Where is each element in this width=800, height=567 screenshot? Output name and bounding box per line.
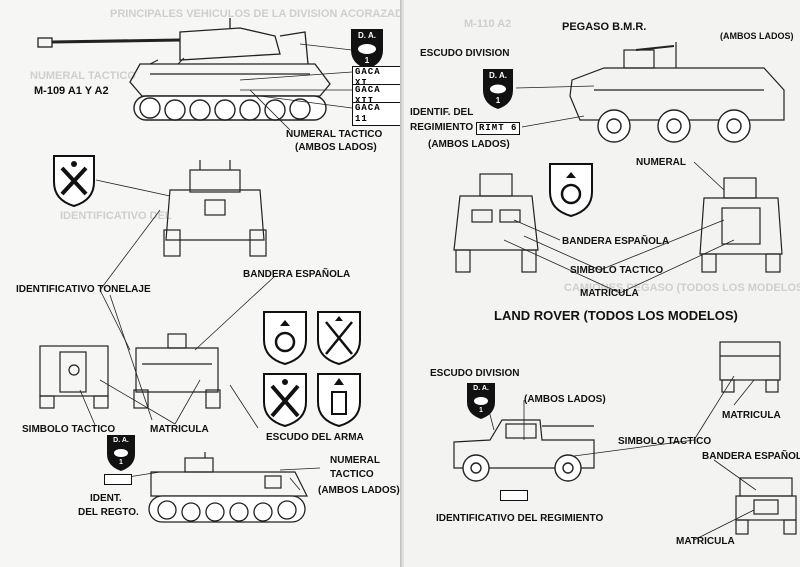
landrover-rear-drawing [719, 341, 781, 393]
m109-side-drawing [37, 18, 331, 121]
emblem-number: 1 [479, 407, 483, 414]
matricula-label-2: MATRICULA [722, 410, 781, 421]
m113-front-drawing [133, 333, 221, 409]
simbolo-tactico-label: SIMBOLO TACTICO [22, 424, 116, 435]
emblem-number: 1 [364, 56, 370, 65]
emblem-number: 1 [495, 96, 501, 105]
division-emblem-small: D. A. 1 [466, 382, 496, 420]
identificativo-tonelaje-label: IDENTIFICATIVO TONELAJE [16, 284, 151, 295]
cavalry-emblem [548, 162, 594, 218]
landrover-front-drawing [735, 477, 797, 535]
arms-emblem-lances [316, 310, 362, 366]
bmr-side-drawing [569, 42, 785, 143]
ambos-lados-label: (AMBOS LADOS) [295, 142, 377, 153]
arms-emblem-engineers [316, 372, 362, 428]
matricula-label-3: MATRICULA [676, 536, 735, 547]
m113-rear-drawing [39, 345, 109, 409]
division-emblem: D. A. 1 [350, 28, 384, 70]
arms-emblem-artillery [262, 372, 308, 428]
bleed-through-text: IDENTIFICATIVO DEL [60, 210, 172, 222]
bandera-espanola-label-2: BANDERA ESPAÑOL [702, 451, 800, 462]
division-emblem: D. A. 1 [482, 68, 514, 110]
tactical-plate-3: GACA 11 [352, 102, 402, 126]
emblem-da-label: D. A. [473, 385, 489, 392]
simbolo-tactico-label-2: SIMBOLO TACTICO [618, 436, 712, 447]
simbolo-tactico-label: SIMBOLO TACTICO [570, 265, 664, 276]
tactico-label: TACTICO [330, 469, 374, 480]
bmr-front-drawing [453, 173, 539, 273]
del-regto-label: DEL REGTO. [78, 507, 139, 518]
escudo-division-label: ESCUDO DIVISION [420, 48, 510, 59]
ambos-lados-label-2: (AMBOS LADOS) [524, 394, 606, 405]
regiment-plate-blank [500, 490, 528, 501]
escudo-del-arma-label: ESCUDO DEL ARMA [266, 432, 364, 443]
division-emblem-small: D. A. 1 [106, 434, 136, 472]
bleed-through-text: M-110 A2 [464, 18, 512, 30]
bmr-rear-drawing [699, 177, 783, 273]
identif-del-label: IDENTIF. DEL [410, 107, 474, 118]
escudo-division-label-2: ESCUDO DIVISION [430, 368, 520, 379]
identificativo-regimiento-label: IDENTIFICATIVO DEL REGIMIENTO [436, 513, 604, 524]
pegaso-title: PEGASO B.M.R. [562, 21, 647, 33]
bleed-through-text: CAMIONES PEGASO (TODOS LOS MODELOS) [564, 282, 800, 294]
ambos-lados-top-label: (AMBOS LADOS) [720, 31, 794, 41]
bleed-through-text: NUMERAL TACTICO [30, 70, 136, 82]
emblem-da-label: D. A. [358, 31, 376, 40]
artillery-emblem [52, 154, 96, 208]
numeral-tactico-label: NUMERAL TACTICO [286, 129, 383, 140]
numeral-label: NUMERAL [330, 455, 380, 466]
ambos-lados-label-2: (AMBOS LADOS) [318, 485, 400, 496]
m109-title: M-109 A1 Y A2 [34, 85, 109, 97]
emblem-da-label: D. A. [489, 71, 507, 80]
bandera-espanola-label: BANDERA ESPAÑOLA [562, 236, 670, 247]
regiment-plate-blank [104, 474, 132, 485]
m109-front-drawing [163, 160, 267, 257]
rimt-plate: RIMT 6 [476, 122, 521, 135]
matricula-label: MATRICULA [580, 288, 639, 299]
m113-side-drawing [148, 452, 308, 523]
leader-lines [79, 43, 353, 491]
emblem-da-label: D. A. [113, 437, 129, 444]
ident-label: IDENT. [90, 493, 122, 504]
right-page: M-110 A2 CAMIONES PEGASO (TODOS LOS MODE… [404, 0, 800, 567]
emblem-number: 1 [119, 459, 123, 466]
regimiento-label: REGIMIENTO [410, 122, 474, 133]
land-rover-title: LAND ROVER (TODOS LOS MODELOS) [494, 308, 738, 323]
arms-emblem-cavalry [262, 310, 308, 366]
bleed-through-text: PRINCIPALES VEHICULOS DE LA DIVISION ACO… [110, 8, 411, 20]
matricula-label: MATRICULA [150, 424, 209, 435]
ambos-lados-label: (AMBOS LADOS) [428, 139, 510, 150]
bandera-espanola-label: BANDERA ESPAÑOLA [243, 269, 351, 280]
numeral-label: NUMERAL [636, 157, 686, 168]
left-page: PRINCIPALES VEHICULOS DE LA DIVISION ACO… [0, 0, 411, 567]
book-gutter [400, 0, 406, 567]
landrover-side-drawing [453, 419, 595, 482]
